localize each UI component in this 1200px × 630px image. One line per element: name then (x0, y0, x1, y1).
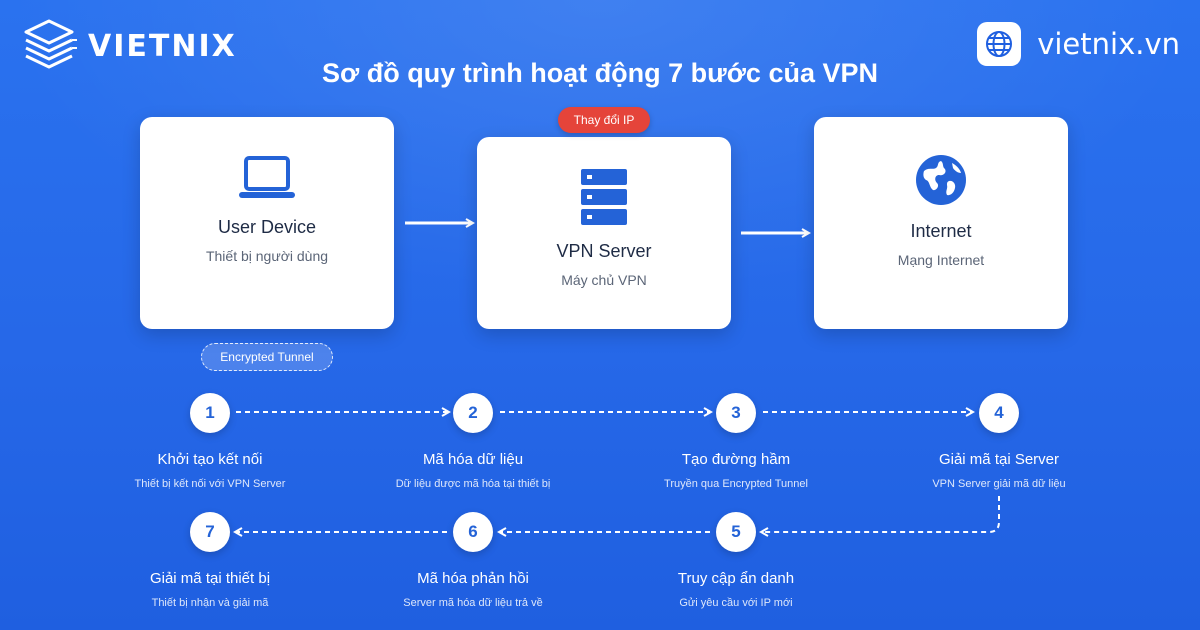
internet-card[interactable]: Internet Mạng Internet (814, 117, 1068, 329)
internet-subtitle: Mạng Internet (897, 252, 985, 268)
step-5-circle[interactable]: 5 (716, 512, 756, 552)
step-5-title: Truy cập ẩn danh (677, 570, 795, 587)
user-device-card[interactable]: User Device Thiết bị người dùng (140, 117, 394, 329)
change-ip-badge: Thay đổi IP (558, 107, 650, 133)
globe-badge-icon (977, 22, 1022, 66)
step-2-desc: Dữ liệu được mã hóa tại thiết bị (395, 478, 551, 490)
site-url: vietnix.vn (1037, 27, 1180, 61)
vpn-server-card[interactable]: VPN Server Máy chủ VPN (477, 137, 731, 329)
step-2-circle[interactable]: 2 (453, 393, 493, 433)
page-title: Sơ đồ quy trình hoạt động 7 bước của VPN (322, 58, 878, 88)
connector-4-5 (762, 496, 1000, 532)
step-3-desc: Truyền qua Encrypted Tunnel (664, 478, 808, 490)
step-2-title: Mã hóa dữ liệu (422, 451, 524, 468)
encrypted-tunnel-badge: Encrypted Tunnel (201, 343, 333, 371)
laptop-icon (236, 155, 298, 203)
step-7-circle[interactable]: 7 (190, 512, 230, 552)
step-1-text: Khởi tạo kết nối Thiết bị kết nối với VP… (90, 451, 330, 490)
logo-stack-icon (24, 19, 77, 69)
step-6-text: Mã hóa phản hồi Server mã hóa dữ liệu tr… (353, 570, 593, 609)
step-4-title: Giải mã tại Server (938, 451, 1060, 468)
vpn-server-subtitle: Máy chủ VPN (561, 272, 647, 288)
logo-text: VIETNIX (88, 28, 237, 64)
step-3-circle[interactable]: 3 (716, 393, 756, 433)
step-2-text: Mã hóa dữ liệu Dữ liệu được mã hóa tại t… (353, 451, 593, 490)
step-7-text: Giải mã tại thiết bị Thiết bị nhận và gi… (90, 570, 330, 609)
globe-icon (914, 153, 968, 207)
step-6-title: Mã hóa phản hồi (417, 570, 529, 587)
server-icon (579, 167, 629, 227)
step-1-desc: Thiết bị kết nối với VPN Server (134, 478, 286, 490)
step-7-desc: Thiết bị nhận và giải mã (151, 597, 269, 609)
user-device-title: User Device (217, 217, 317, 237)
step-6-circle[interactable]: 6 (453, 512, 493, 552)
step-5-text: Truy cập ẩn danh Gửi yêu cầu với IP mới (616, 570, 856, 609)
step-7-title: Giải mã tại thiết bị (149, 570, 271, 587)
internet-title: Internet (910, 221, 972, 241)
step-4-desc: VPN Server giải mã dữ liệu (932, 478, 1066, 490)
step-6-desc: Server mã hóa dữ liệu trả về (403, 597, 543, 609)
step-4-circle[interactable]: 4 (979, 393, 1019, 433)
vpn-server-title: VPN Server (556, 241, 652, 261)
site-link[interactable]: vietnix.vn (977, 20, 1180, 68)
step-3-text: Tạo đường hầm Truyền qua Encrypted Tunne… (616, 451, 856, 490)
vietnix-logo[interactable]: VIETNIX (20, 16, 237, 76)
step-1-circle[interactable]: 1 (190, 393, 230, 433)
user-device-subtitle: Thiết bị người dùng (205, 248, 329, 264)
step-4-text: Giải mã tại Server VPN Server giải mã dữ… (879, 451, 1119, 490)
step-3-title: Tạo đường hầm (681, 451, 791, 468)
step-5-desc: Gửi yêu cầu với IP mới (679, 597, 793, 609)
step-1-title: Khởi tạo kết nối (157, 451, 263, 468)
